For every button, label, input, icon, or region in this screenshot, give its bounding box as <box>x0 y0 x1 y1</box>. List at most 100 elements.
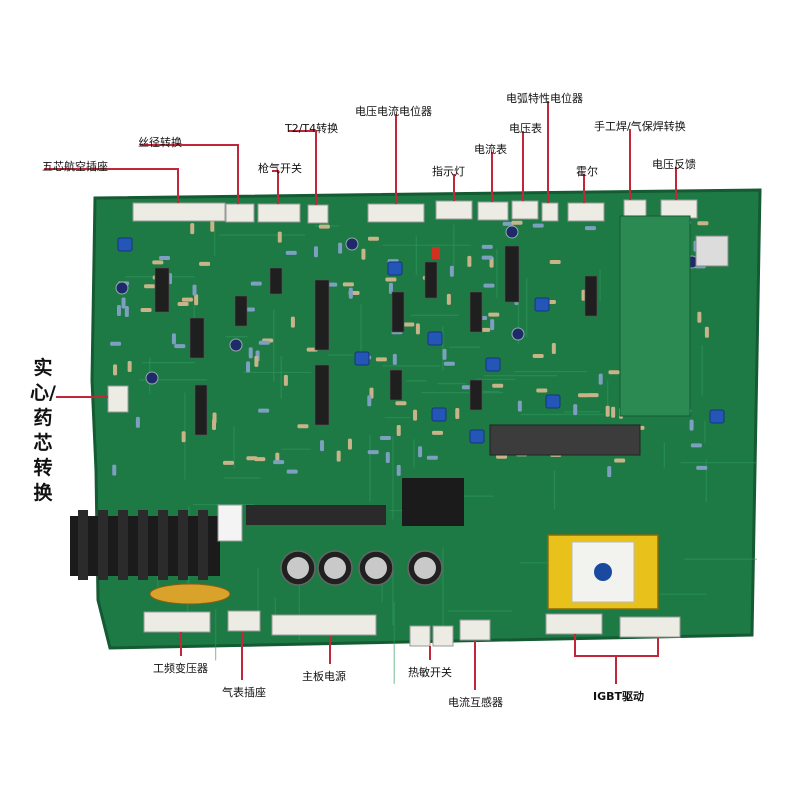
resistor <box>578 393 590 398</box>
resistor <box>181 431 186 443</box>
label-indicator: 指示灯 <box>432 165 465 178</box>
header-connector <box>435 200 473 220</box>
pcb-traces <box>125 224 757 684</box>
ic-chip <box>154 267 170 313</box>
resistor <box>210 220 215 232</box>
white-component <box>217 504 243 542</box>
transformer-logo <box>594 563 612 581</box>
trim-potentiometer <box>431 407 447 422</box>
heatsink-fin <box>78 510 88 580</box>
resistor <box>584 226 596 231</box>
resistor <box>347 438 352 450</box>
header-connector <box>432 625 454 647</box>
heatsink <box>246 505 386 525</box>
capacitor-top <box>365 557 387 579</box>
header-connector <box>257 203 301 223</box>
resistor <box>258 340 270 345</box>
resistor <box>697 221 709 226</box>
label-hall: 霍尔 <box>576 165 598 178</box>
resistor <box>467 255 472 267</box>
capacitor <box>229 338 243 352</box>
label-pf-transformer: 工频变压器 <box>153 662 208 675</box>
resistor <box>483 283 495 288</box>
header-connector <box>409 625 431 647</box>
resistor <box>250 281 262 286</box>
resistor <box>286 469 298 474</box>
capacitor-top <box>414 557 436 579</box>
resistor <box>689 419 694 431</box>
resistor <box>488 312 500 317</box>
heatsink-fin <box>158 510 168 580</box>
ic-chip <box>584 275 598 317</box>
capacitor-top <box>287 557 309 579</box>
ic-chip <box>391 291 405 333</box>
header-connector <box>107 385 129 413</box>
trim-potentiometer <box>545 394 561 409</box>
pcb-components <box>70 199 729 647</box>
resistor <box>598 373 603 385</box>
trim-potentiometer <box>117 237 133 252</box>
resistor <box>607 466 612 478</box>
label-five-core-socket: 五芯航空插座 <box>42 160 108 173</box>
resistor <box>246 361 251 373</box>
resistor <box>415 323 420 335</box>
ic-chip <box>424 261 438 299</box>
resistor <box>385 277 397 282</box>
header-connector <box>132 202 226 222</box>
trim-potentiometer <box>534 297 550 312</box>
label-manual-switch: 手工焊/气保焊转换 <box>594 120 686 133</box>
resistor <box>573 404 578 416</box>
resistor <box>379 435 391 440</box>
resistor <box>110 341 122 346</box>
ic-chip <box>314 279 330 351</box>
resistor <box>426 455 438 460</box>
resistor <box>442 348 447 360</box>
label-gun-switch: 枪气开关 <box>258 162 302 175</box>
resistor <box>313 246 318 258</box>
ic-chip <box>269 267 283 295</box>
resistor <box>273 460 285 465</box>
resistor <box>455 407 460 419</box>
ic-chip <box>194 384 208 436</box>
heatsink-fin <box>118 510 128 580</box>
resistor <box>696 465 708 470</box>
resistor <box>361 248 366 260</box>
leader-line <box>288 130 317 205</box>
resistor <box>113 364 118 376</box>
red-capacitor <box>432 247 440 259</box>
resistor <box>285 250 297 255</box>
capacitor <box>505 225 519 239</box>
resistor <box>192 284 197 296</box>
header-connector <box>227 610 261 632</box>
resistor <box>517 400 522 412</box>
resistor <box>174 344 186 349</box>
ic-chip <box>389 369 403 401</box>
resistor <box>336 450 341 462</box>
resistor <box>144 284 156 289</box>
header-connector <box>660 199 698 219</box>
resistor <box>177 302 189 307</box>
resistor <box>490 319 495 331</box>
label-voltmeter: 电压表 <box>509 122 542 135</box>
resistor <box>223 460 235 465</box>
capacitor <box>115 281 129 295</box>
leader-lines <box>44 101 677 690</box>
label-gas-socket: 气表插座 <box>222 686 266 699</box>
resistor <box>254 355 259 367</box>
heatsink-fin <box>178 510 188 580</box>
ic-chip <box>234 295 248 327</box>
resistor <box>395 401 407 406</box>
resistor <box>127 360 132 372</box>
header-connector <box>619 616 681 638</box>
resistor <box>581 289 586 301</box>
resistor <box>258 408 270 413</box>
resistor <box>690 443 702 448</box>
ic-chip <box>504 245 520 303</box>
power-module <box>489 424 641 456</box>
header-connector <box>307 204 329 224</box>
resistor <box>375 357 387 362</box>
capacitor <box>345 237 359 251</box>
resistor <box>248 347 253 359</box>
header-connector <box>545 613 603 635</box>
